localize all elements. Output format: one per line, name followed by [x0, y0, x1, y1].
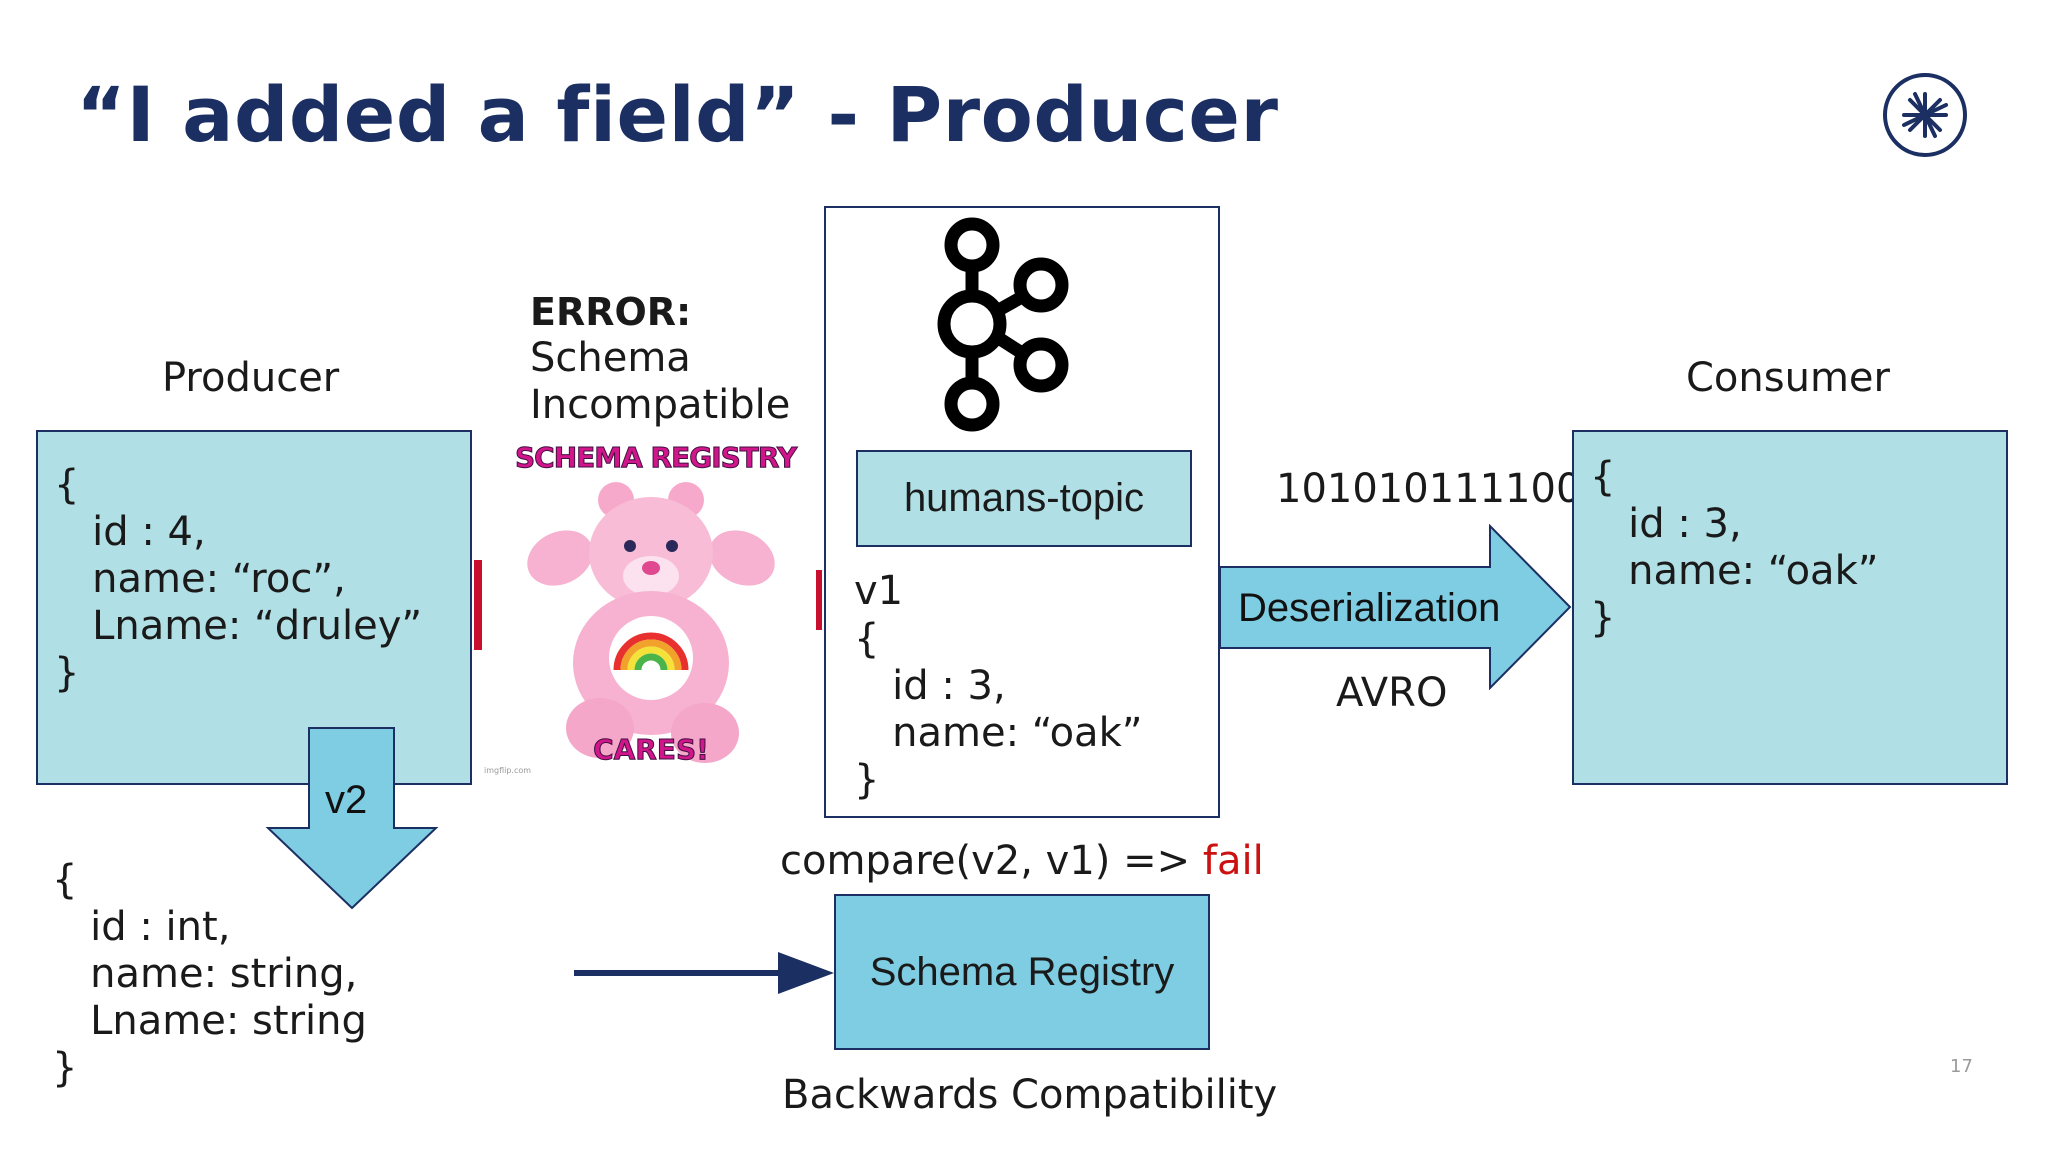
schema-registry-box: Schema Registry	[834, 894, 1210, 1050]
compare-text: compare(v2, v1) => fail	[780, 838, 1264, 884]
deserialization-label: Deserialization	[1238, 586, 1501, 630]
page-number: 17	[1950, 1056, 1973, 1077]
topic-record: { id : 3, name: “oak” }	[854, 616, 1143, 803]
error-heading: ERROR:	[530, 290, 692, 334]
binary-payload: 101010111100	[1276, 466, 1582, 512]
error-line-2: Incompatible	[530, 382, 791, 428]
producer-label: Producer	[162, 355, 340, 401]
consumer-record: { id : 3, name: “oak” }	[1590, 454, 1879, 641]
meme-edge-right	[816, 570, 822, 630]
meme-edge-left	[474, 560, 482, 650]
care-bear-illustration	[527, 482, 775, 763]
meme-bottom-text: CARES!	[593, 733, 710, 767]
meme-watermark: imgflip.com	[484, 766, 532, 775]
producer-schema: { id : int, name: string, Lname: string …	[52, 857, 367, 1091]
deserialization-arrow	[1219, 524, 1572, 690]
schema-registry-label: Schema Registry	[869, 949, 1175, 994]
confluent-logo-icon	[1883, 73, 1967, 157]
compatibility-caption: Backwards Compatibility	[782, 1072, 1278, 1118]
topic-version: v1	[854, 568, 904, 614]
topic-label: humans-topic	[903, 476, 1145, 520]
topic-label-box: humans-topic	[856, 450, 1192, 547]
version-badge: v2	[325, 778, 368, 822]
error-line-1: Schema	[530, 335, 691, 381]
kafka-broker-box: humans-topic v1 { id : 3, name: “oak” }	[824, 206, 1220, 818]
care-bear-meme-image: SCHEMA REGISTRY CARES! imgflip.com	[484, 438, 798, 783]
version-down-arrow	[265, 727, 439, 910]
compare-result: fail	[1202, 838, 1264, 884]
meme-top-text: SCHEMA REGISTRY	[515, 441, 798, 475]
consumer-label: Consumer	[1686, 355, 1890, 401]
consumer-box: { id : 3, name: “oak” }	[1572, 430, 2008, 785]
producer-box: { id : 4, name: “roc”, Lname: “druley” }	[36, 430, 472, 785]
kafka-logo-icon	[937, 217, 1069, 432]
schema-submit-arrow	[574, 952, 834, 994]
format-label: AVRO	[1336, 670, 1448, 716]
compare-expression: compare(v2, v1) =>	[780, 838, 1203, 884]
slide-title: “I added a field” - Producer	[76, 70, 1279, 159]
producer-record: { id : 4, name: “roc”, Lname: “druley” }	[54, 462, 423, 696]
